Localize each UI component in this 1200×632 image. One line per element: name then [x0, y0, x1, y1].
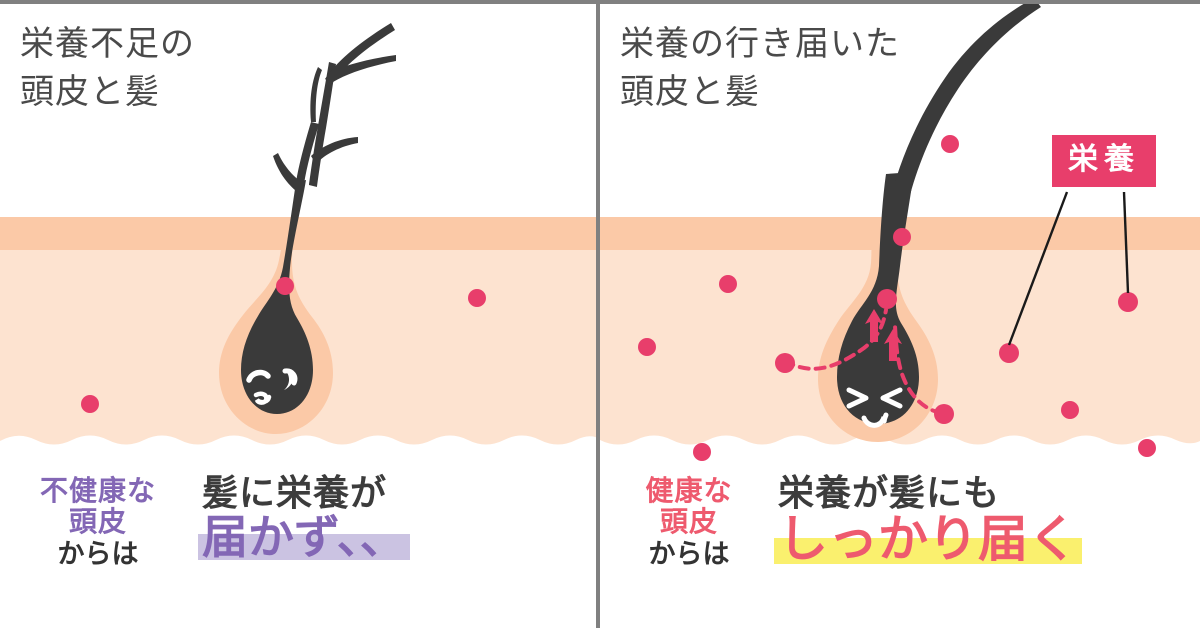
caption-left-message-block: 髪に栄養が 届かず、、: [196, 457, 600, 562]
caption-right-accent-block: 健康な 頭皮 からは: [600, 457, 778, 570]
highlight-band-yellow: [774, 538, 1082, 565]
panel-divider: [596, 0, 600, 628]
caption-plain-line: からは: [57, 538, 139, 570]
nutrition-label-badge: 栄養: [1052, 135, 1156, 187]
caption-left: 不健康な 頭皮 からは 髪に栄養が 届かず、、: [0, 457, 600, 632]
caption-message-line-1: 栄養が髪にも: [778, 473, 1001, 514]
caption-accent-line-2: 頭皮: [68, 505, 127, 539]
dermis-wavy-edge-left: [0, 431, 600, 457]
caption-message-line-2: 届かず、、: [198, 510, 410, 565]
caption-message-line-2: しっかり届く: [774, 510, 1082, 569]
caption-left-accent-block: 不健康な 頭皮 からは: [0, 457, 196, 570]
dermis-layer-right: [600, 250, 1200, 457]
panel-unhealthy-scalp: 栄養不足の 頭皮と髪 不健康な 頭皮 からは 髪に栄養が 届かず、、: [0, 4, 600, 632]
panel-healthy-scalp: 栄養の行き届いた 頭皮と髪 栄養 健康な 頭皮 からは 栄養が髪にも しっかり届…: [600, 4, 1200, 632]
panel-right-title: 栄養の行き届いた 頭皮と髪: [620, 24, 900, 113]
caption-plain-line: からは: [648, 538, 730, 570]
epidermis-layer-right: [600, 217, 1200, 250]
dermis-wavy-edge-right: [600, 431, 1200, 457]
caption-message-line-1: 髪に栄養が: [202, 473, 388, 514]
caption-right-message-block: 栄養が髪にも しっかり届く: [774, 457, 1200, 569]
dermis-layer-left: [0, 250, 600, 457]
epidermis-layer-left: [0, 217, 600, 250]
caption-right: 健康な 頭皮 からは 栄養が髪にも しっかり届く: [600, 457, 1200, 632]
caption-message-line-2-text: しっかり届く: [778, 510, 1078, 569]
highlight-band-purple: [198, 533, 410, 560]
skin-cross-section-left: [0, 217, 600, 457]
caption-message-line-2-text: 届かず、、: [202, 510, 406, 565]
skin-cross-section-right: [600, 217, 1200, 457]
caption-accent-line-2: 頭皮: [659, 505, 718, 539]
panel-left-title: 栄養不足の 頭皮と髪: [20, 24, 195, 113]
caption-accent-line-1: 健康な: [645, 474, 733, 507]
caption-accent-line-1: 不健康な: [39, 474, 156, 507]
